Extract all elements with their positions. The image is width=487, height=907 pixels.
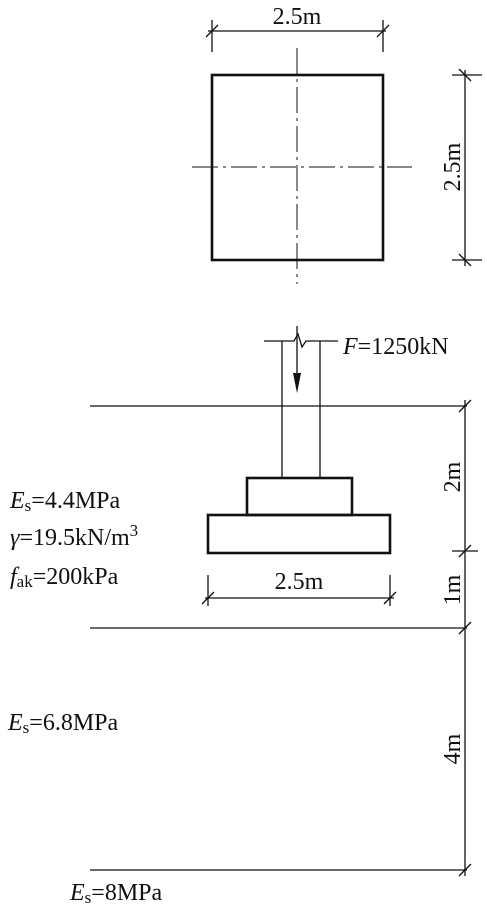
layer1-properties: Es=4.4MPa γ=19.5kN/m3 fak=200kPa (9, 488, 138, 591)
depth-dimension-chain: 2m 1m 4m (440, 399, 478, 877)
layer1-unit-weight: γ=19.5kN/m3 (10, 521, 138, 551)
load-arrowhead (293, 373, 301, 393)
load-arrow (293, 326, 301, 393)
plan-width-dimension: 2.5m (205, 4, 390, 52)
load-value: =1250kN (358, 334, 449, 360)
section-view: F=1250kN 2.5m 2m 1m 4m Es=4.4MPa (7, 326, 478, 907)
layer1-below-depth-label: 1m (440, 574, 466, 605)
column (264, 332, 338, 478)
load-label: F=1250kN (342, 334, 449, 360)
layer1-es: Es=4.4MPa (9, 488, 121, 515)
footing-width-dimension: 2.5m (201, 569, 397, 606)
embed-depth-label: 2m (440, 461, 466, 492)
footing-width-label: 2.5m (275, 569, 324, 595)
plan-width-label: 2.5m (273, 4, 322, 30)
layer2-thickness-label: 4m (440, 733, 466, 764)
plan-depth-label: 2.5m (440, 142, 466, 191)
layer2-es: Es=6.8MPa (7, 710, 119, 737)
layer1-fak: fak=200kPa (10, 564, 119, 591)
footing-upper-step (245, 476, 354, 517)
plan-depth-dimension: 2.5m (440, 68, 482, 267)
column-break-symbol (264, 332, 338, 349)
load-symbol: F (342, 334, 358, 360)
plan-view: 2.5m 2.5m (192, 4, 482, 284)
footing-base (206, 513, 392, 555)
layer3-es: Es=8MPa (69, 880, 163, 907)
